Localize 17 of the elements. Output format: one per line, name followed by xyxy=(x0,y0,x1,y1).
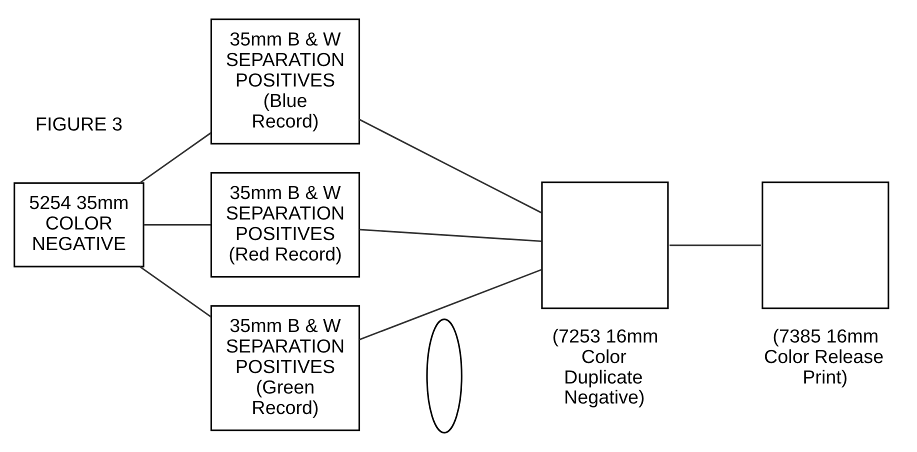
connector xyxy=(144,224,211,226)
connector xyxy=(359,118,542,214)
node-box: 35mm B & W SEPARATION POSITIVES (Green Record) xyxy=(210,305,360,432)
node-box: 35mm B & W SEPARATION POSITIVES (Blue Record) xyxy=(210,18,360,144)
node-box: 35mm B & W SEPARATION POSITIVES (Red Record) xyxy=(210,172,360,278)
label: FIGURE 3 xyxy=(35,114,122,136)
node-box xyxy=(762,182,890,310)
node-box xyxy=(541,182,669,310)
connector xyxy=(359,268,542,340)
connector xyxy=(139,132,212,184)
node-label: (7253 16mm Color Duplicate Negative) xyxy=(552,326,658,409)
node-label: (7385 16mm Color Release Print) xyxy=(764,326,884,388)
connector xyxy=(139,266,212,318)
node-box: 5254 35mm COLOR NEGATIVE xyxy=(14,182,144,268)
node-ellipse xyxy=(426,318,462,434)
connector xyxy=(670,244,761,246)
connector xyxy=(359,228,542,242)
